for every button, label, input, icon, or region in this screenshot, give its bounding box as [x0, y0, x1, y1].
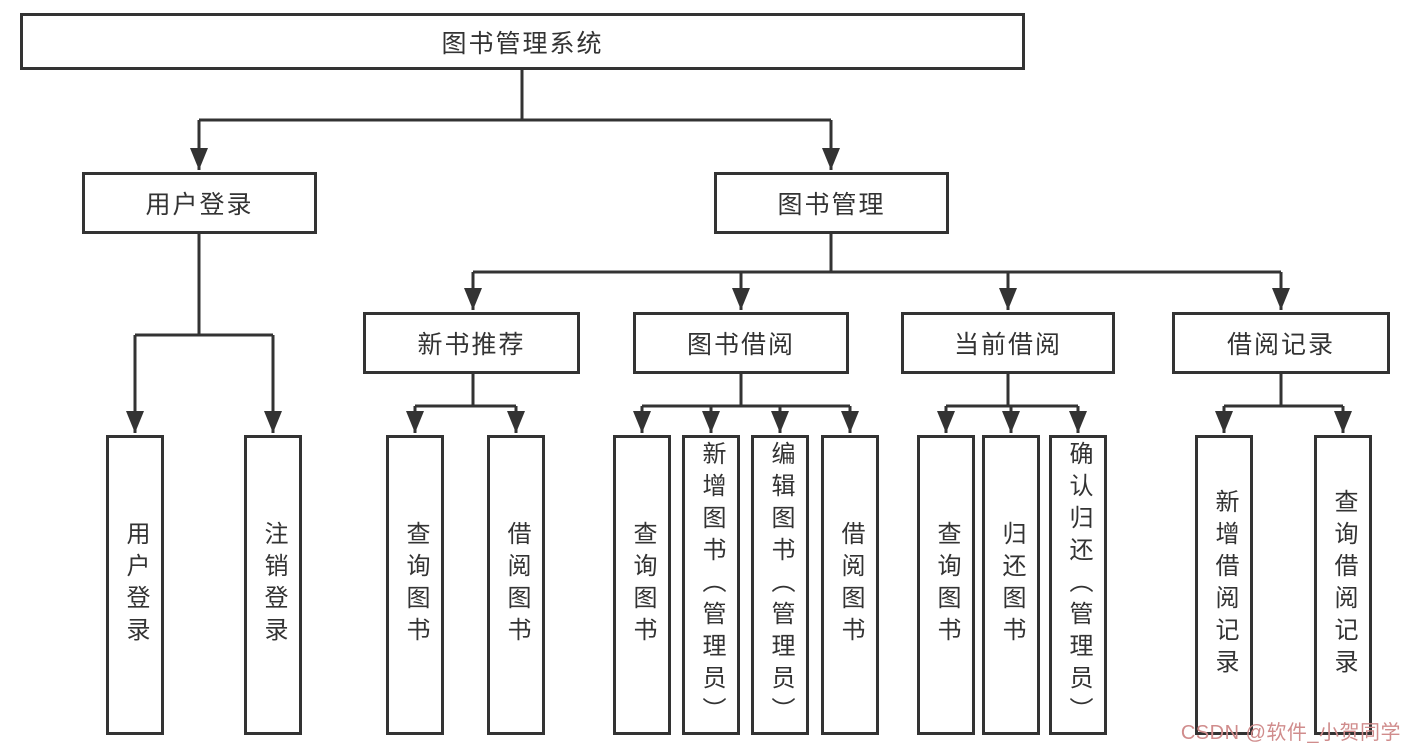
- leaf-borrow-add-book-admin-label: 新增图书（管理员）: [698, 441, 725, 729]
- node-current-borrow-label: 当前借阅: [953, 331, 1062, 359]
- leaf-rec-query-book-label: 查询图书: [402, 521, 429, 649]
- node-new-book-recommend-label: 新书推荐: [417, 331, 526, 359]
- leaf-rec-borrow-book: 借阅图书: [487, 435, 545, 735]
- leaf-current-confirm-return-admin: 确认归还（管理员）: [1049, 435, 1107, 735]
- node-book-management-label: 图书管理: [777, 191, 886, 219]
- csdn-watermark: CSDN @软件_小贺同学: [1180, 722, 1401, 744]
- leaf-current-confirm-return-admin-label: 确认归还（管理员）: [1065, 441, 1092, 729]
- leaf-records-add-record-label: 新增借阅记录: [1211, 489, 1238, 681]
- node-user-login-label: 用户登录: [145, 191, 254, 219]
- node-borrow-records-label: 借阅记录: [1226, 331, 1335, 359]
- leaf-logout-login-label: 注销登录: [260, 521, 287, 649]
- node-current-borrow: 当前借阅: [901, 312, 1115, 374]
- leaf-borrow-query-book-label: 查询图书: [629, 521, 656, 649]
- leaf-borrow-edit-book-admin-label: 编辑图书（管理员）: [767, 441, 794, 729]
- leaf-rec-query-book: 查询图书: [386, 435, 444, 735]
- node-book-borrow: 图书借阅: [633, 312, 849, 374]
- leaf-current-query-book-label: 查询图书: [933, 521, 960, 649]
- leaf-records-query-record: 查询借阅记录: [1314, 435, 1372, 735]
- leaf-records-query-record-label: 查询借阅记录: [1330, 489, 1357, 681]
- leaf-records-add-record: 新增借阅记录: [1195, 435, 1253, 735]
- node-new-book-recommend: 新书推荐: [363, 312, 580, 374]
- leaf-current-return-book-label: 归还图书: [998, 521, 1025, 649]
- leaf-user-login: 用户登录: [106, 435, 164, 735]
- leaf-borrow-borrow-book-label: 借阅图书: [837, 521, 864, 649]
- node-user-login: 用户登录: [82, 172, 317, 234]
- leaf-borrow-borrow-book: 借阅图书: [821, 435, 879, 735]
- leaf-borrow-edit-book-admin: 编辑图书（管理员）: [751, 435, 809, 735]
- leaf-borrow-add-book-admin: 新增图书（管理员）: [682, 435, 740, 735]
- node-root-label: 图书管理系统: [441, 29, 604, 58]
- leaf-current-return-book: 归还图书: [982, 435, 1040, 735]
- node-borrow-records: 借阅记录: [1172, 312, 1390, 374]
- node-book-borrow-label: 图书借阅: [686, 331, 795, 359]
- node-root-system: 图书管理系统: [20, 13, 1025, 70]
- leaf-logout-login: 注销登录: [244, 435, 302, 735]
- node-book-management: 图书管理: [714, 172, 949, 234]
- leaf-rec-borrow-book-label: 借阅图书: [503, 521, 530, 649]
- leaf-current-query-book: 查询图书: [917, 435, 975, 735]
- leaf-user-login-label: 用户登录: [122, 521, 149, 649]
- leaf-borrow-query-book: 查询图书: [613, 435, 671, 735]
